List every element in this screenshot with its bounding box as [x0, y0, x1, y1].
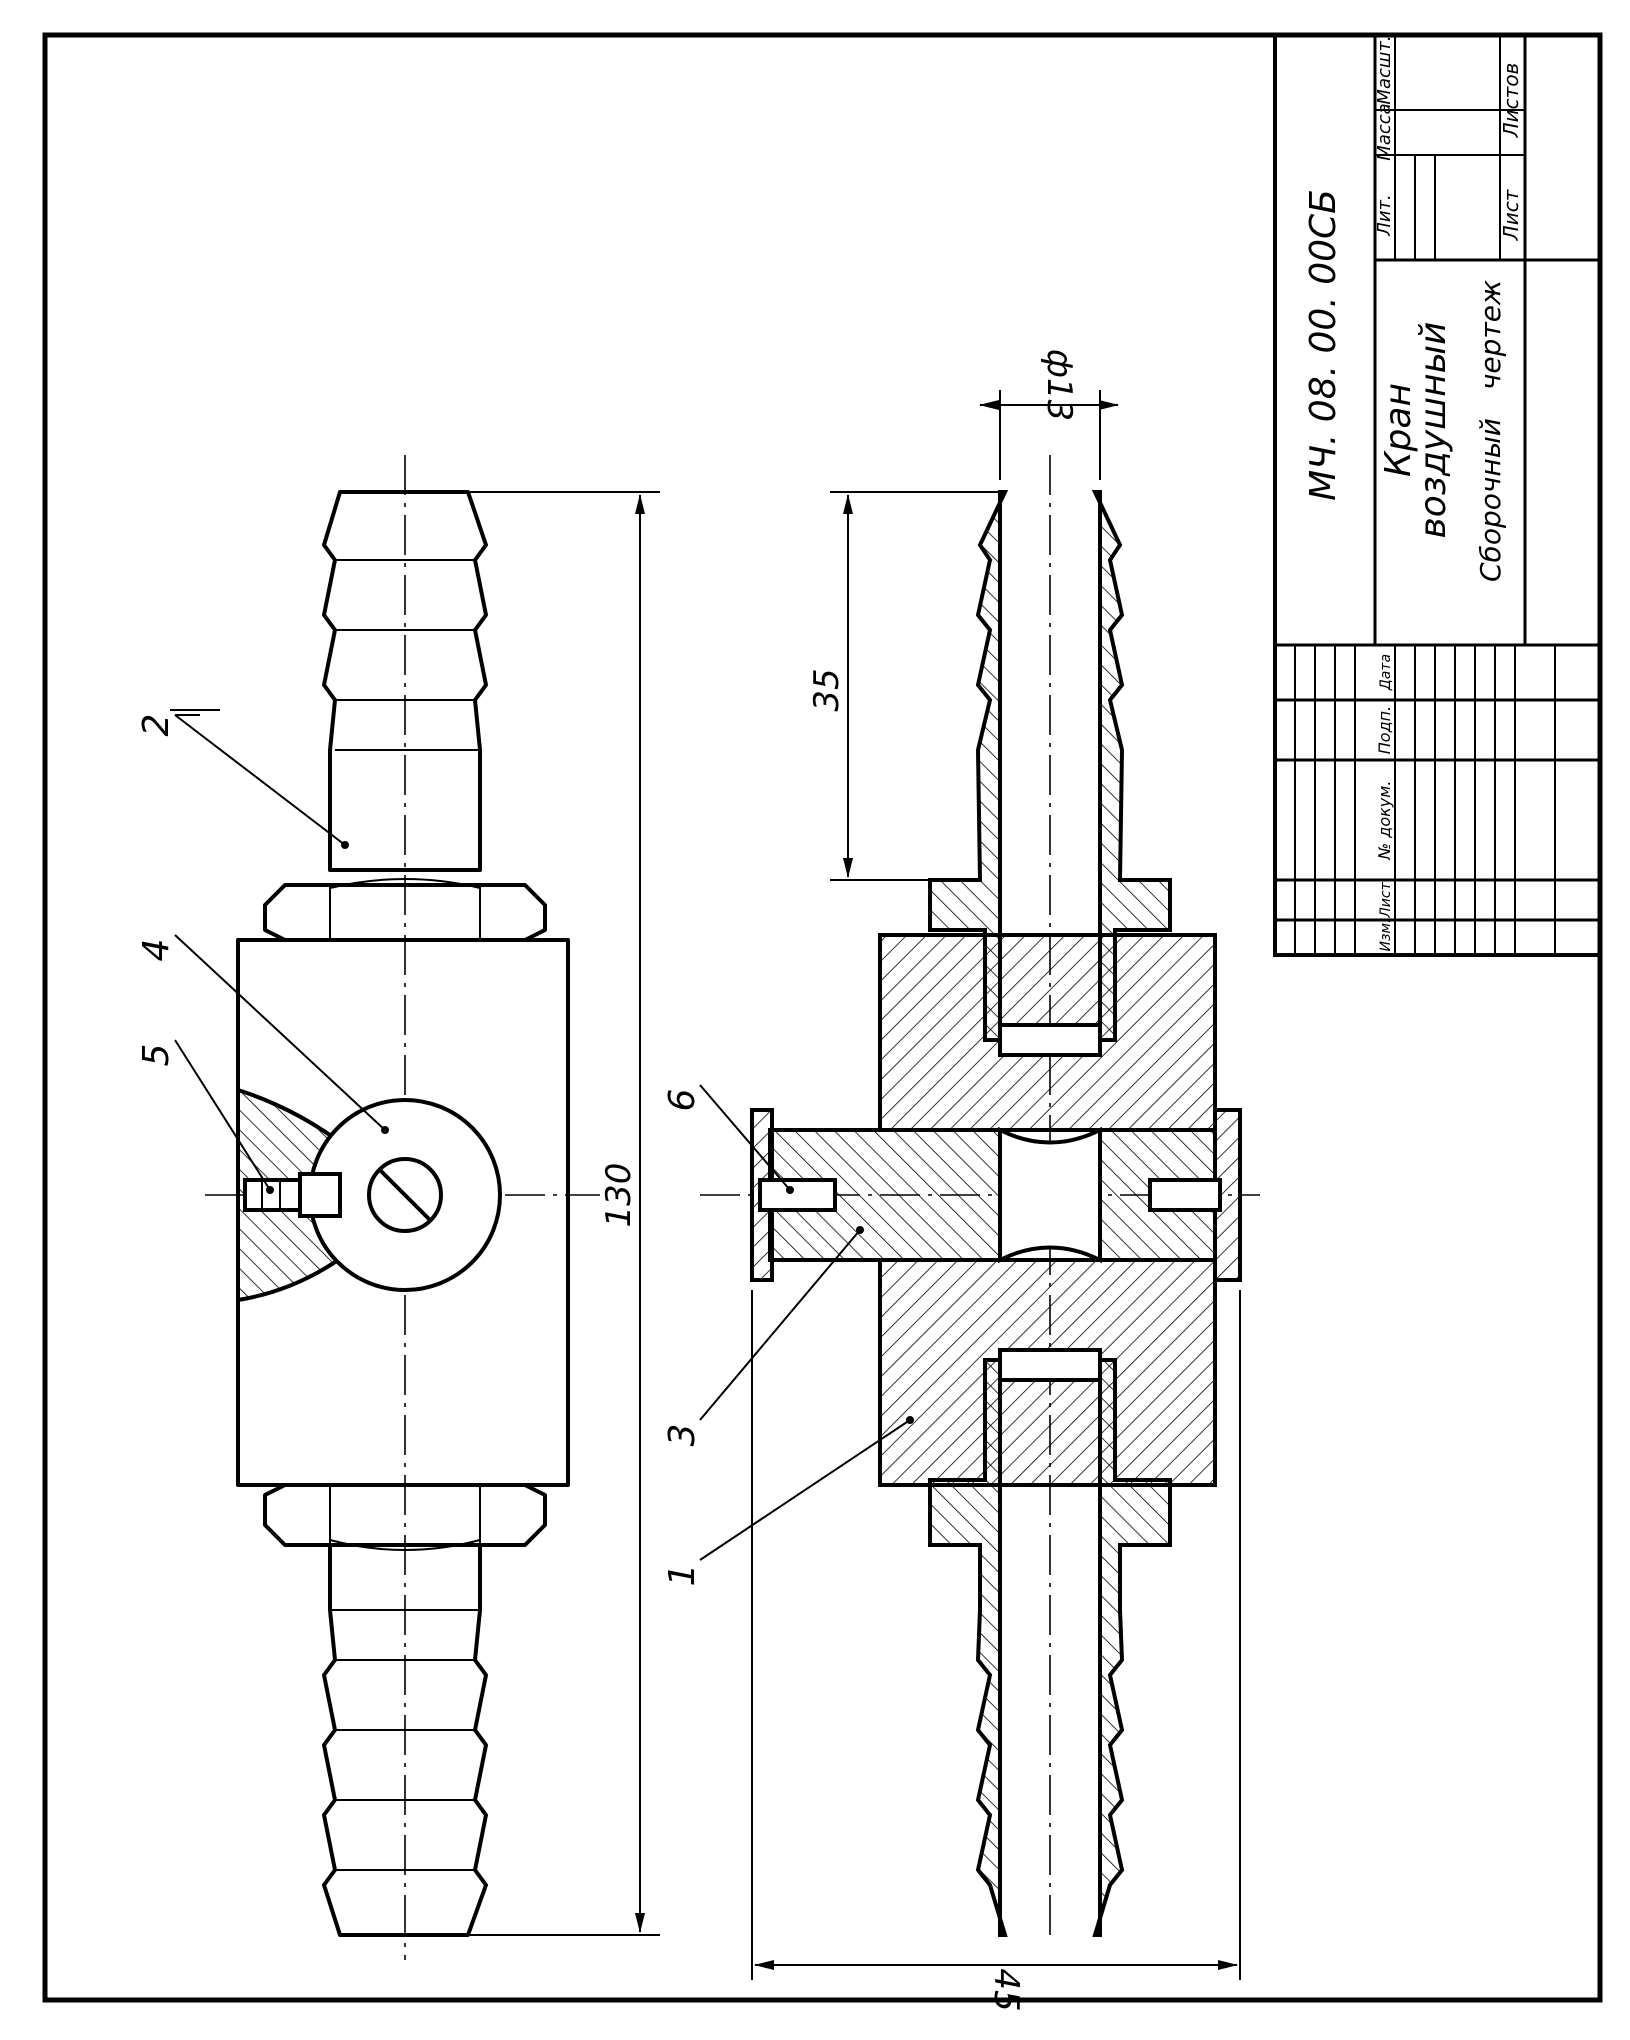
dimension-overall: [470, 491, 660, 1936]
stamp-header-scale: Масшт.: [1374, 35, 1395, 104]
upper-fitting-right: [1091, 490, 1172, 1042]
drawing-title-line1: Кран: [1378, 383, 1419, 477]
section-view: [700, 390, 1260, 1980]
dimension-stem: [751, 1290, 1241, 1980]
position-label-1: 1: [662, 1564, 703, 1587]
external-view: [205, 455, 660, 1960]
rev-header-date: Дата: [1378, 654, 1394, 691]
dimension-45-label: 45: [986, 1968, 1026, 2011]
rev-header-docno: № докум.: [1375, 781, 1394, 861]
drawing-title-line2: воздушный: [1413, 322, 1454, 539]
rev-header-signature: Подп.: [1375, 706, 1394, 754]
doc-type-word1: Сборочный: [1474, 418, 1507, 582]
set-screw: [243, 1172, 342, 1218]
stamp-header-mass: Масса: [1374, 103, 1395, 160]
upper-nipple: [322, 490, 488, 872]
stamp-header-sheet: Лист: [1499, 188, 1523, 241]
title-block: [1273, 33, 1602, 957]
lower-fitting-right: [1092, 1358, 1172, 1937]
dimension-nipple: [830, 491, 1000, 881]
dimension-bore: [979, 390, 1119, 480]
stamp-header-sheets: Листов: [1499, 63, 1523, 139]
dimension-130-label: 130: [599, 1163, 639, 1228]
doc-type-word2: чертеж: [1474, 280, 1507, 390]
drawing-designation: МЧ. 08. 00. 00СБ: [1303, 189, 1344, 501]
position-label-5: 5: [136, 1044, 177, 1067]
stamp-header-lit: Лит.: [1374, 194, 1395, 236]
position-label-2: 2: [136, 714, 177, 737]
rev-header-change: Изм.: [1378, 919, 1394, 952]
position-label-3: 3: [662, 1424, 703, 1447]
dimension-35-label: 35: [807, 668, 847, 711]
dimension-bore-label: ф13: [1039, 349, 1079, 421]
drawing-frame: [42, 32, 1603, 2003]
rev-header-sheet: Лист: [1378, 881, 1394, 918]
position-label-6: 6: [662, 1089, 703, 1112]
position-label-4: 4: [136, 939, 177, 962]
lower-nipple: [322, 1543, 488, 1937]
upper-fitting-left: [928, 490, 1009, 1042]
lower-fitting-left: [928, 1358, 1008, 1937]
